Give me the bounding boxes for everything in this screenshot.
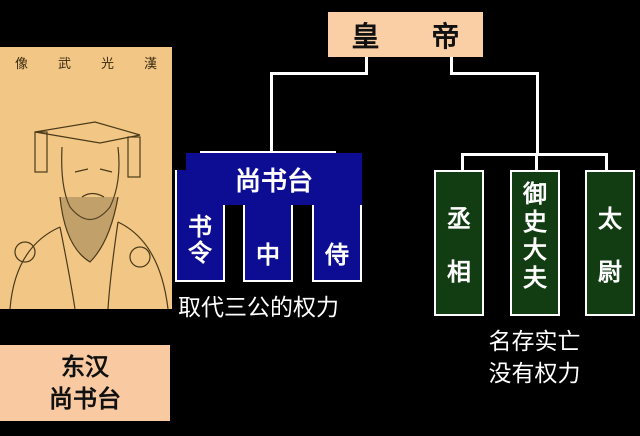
connector-line	[365, 57, 368, 75]
sangong-box-chengxiang: 丞 相	[434, 170, 484, 316]
connector-line	[270, 72, 273, 154]
sangong-char: 史	[523, 208, 547, 236]
portrait-drawing	[9, 121, 169, 309]
sangong-char: 大	[523, 236, 547, 264]
sangong-char: 太	[598, 204, 622, 233]
sangong-char: 御	[523, 180, 547, 208]
overlay-text: 取代三公的权力	[178, 295, 339, 321]
shangshutai-label: 尚书台	[234, 166, 313, 197]
sangong-char: 夫	[523, 264, 547, 292]
connector-line	[270, 72, 368, 75]
emperor-portrait: 像 武 光 漢	[0, 47, 172, 309]
note-line1: 名存实亡	[488, 329, 581, 355]
connector-line	[461, 153, 608, 156]
title-char: 像	[14, 57, 28, 72]
sangong-char: 丞	[447, 204, 471, 233]
connector-line	[450, 57, 453, 75]
connector-line	[450, 72, 539, 75]
sangong-char: 尉	[598, 258, 622, 287]
emperor-char: 皇	[351, 19, 380, 53]
caption-box: 东汉 尚书台	[0, 345, 170, 421]
bracket-line	[200, 151, 336, 153]
title-char: 光	[100, 57, 114, 72]
connector-line	[461, 153, 464, 171]
connector-line	[605, 153, 608, 171]
connector-line	[535, 153, 538, 171]
sangong-box-yushidafu: 御 史 大 夫	[510, 170, 560, 316]
sangong-box-taiwei: 太 尉	[585, 170, 635, 316]
caption-line2: 尚书台	[49, 385, 121, 413]
note-line2: 没有权力	[488, 361, 581, 387]
emperor-char: 帝	[431, 19, 460, 53]
caption-line1: 东汉	[61, 353, 109, 381]
title-char: 漢	[143, 57, 157, 72]
title-char: 武	[57, 57, 71, 72]
portrait-title: 像 武 光 漢	[0, 53, 172, 72]
sangong-char: 相	[447, 258, 471, 287]
sub-char: 侍	[325, 241, 349, 269]
connector-line	[536, 72, 539, 155]
shangshutai-box: 尚书台	[186, 153, 362, 205]
emperor-box: 皇 帝	[328, 12, 483, 57]
sub-char: 令	[188, 239, 212, 267]
sub-char: 书	[188, 213, 212, 241]
sub-char: 中	[256, 241, 280, 269]
sangong-note: 名存实亡 没有权力	[462, 326, 607, 390]
